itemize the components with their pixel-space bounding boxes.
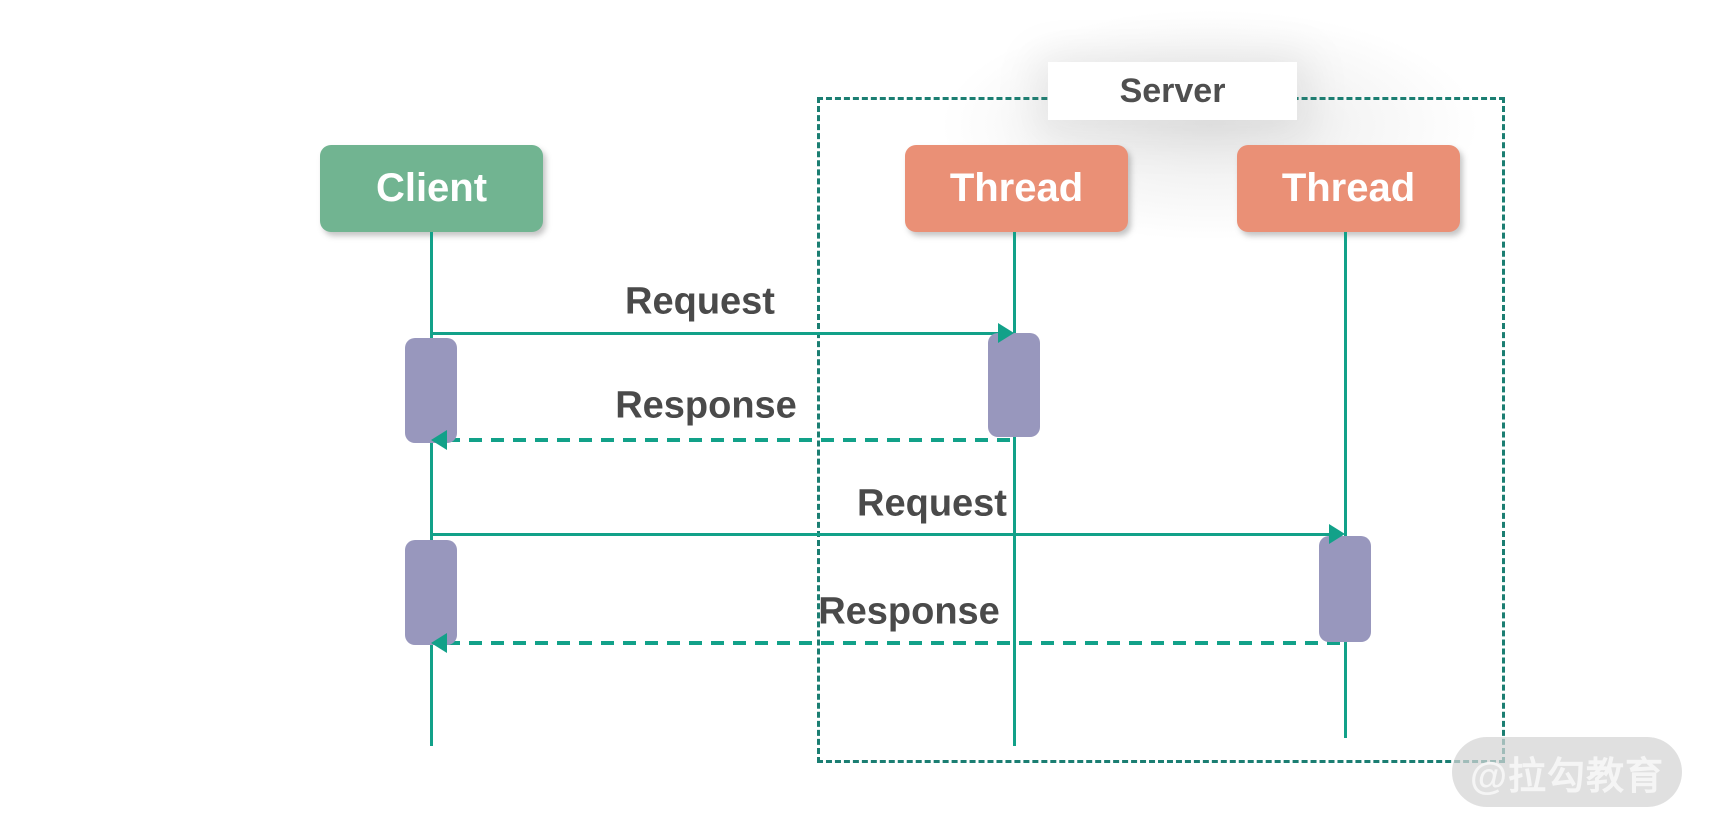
actor-thread-1-label: Thread <box>949 166 1084 210</box>
message-line-response-1 <box>447 438 1014 442</box>
lifeline-thread-2 <box>1344 232 1347 738</box>
message-line-request-2 <box>431 533 1330 536</box>
actor-client-label: Client <box>375 166 488 210</box>
message-line-request-1 <box>431 332 998 335</box>
activation-bar-thread-2 <box>1319 536 1371 642</box>
arrowhead-request-1-icon <box>998 323 1014 343</box>
message-label-response-2: Response <box>818 590 1000 633</box>
actor-thread-2-label: Thread <box>1281 166 1416 210</box>
actor-client: Client <box>320 145 543 232</box>
lifeline-client <box>430 232 433 746</box>
activation-bar-client-1 <box>405 338 457 443</box>
message-label-request-2: Request <box>857 482 1007 525</box>
activation-bar-client-2 <box>405 540 457 645</box>
arrowhead-request-2-icon <box>1329 524 1345 544</box>
activation-bar-thread-1 <box>988 333 1040 437</box>
lifeline-thread-1 <box>1013 232 1016 746</box>
actor-thread-2: Thread <box>1237 145 1460 232</box>
watermark: @拉勾教育 <box>1452 737 1682 807</box>
message-line-response-2 <box>447 641 1345 645</box>
arrowhead-response-1-icon <box>431 430 447 450</box>
actor-thread-1: Thread <box>905 145 1128 232</box>
message-label-response-1: Response <box>615 384 797 427</box>
message-label-request-1: Request <box>625 280 775 323</box>
server-group-label: Server <box>1048 62 1297 120</box>
arrowhead-response-2-icon <box>431 633 447 653</box>
